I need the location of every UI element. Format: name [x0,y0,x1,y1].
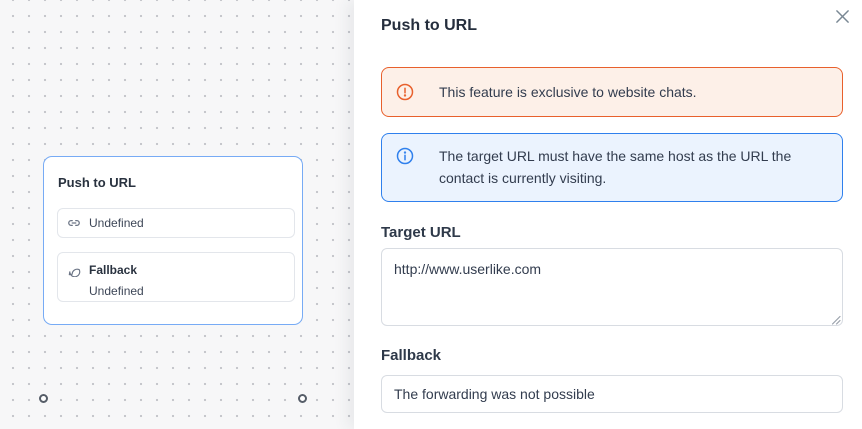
exclamation-circle-icon [396,83,414,101]
node-fallback-row[interactable]: Fallback Undefined [57,252,295,302]
settings-panel: Push to URL This feature is exclusive to… [354,0,862,429]
fallback-input[interactable] [381,375,843,413]
node-fallback-value: Undefined [89,284,144,298]
info-alert-text: The target URL must have the same host a… [439,148,792,186]
close-icon[interactable] [832,6,852,26]
warning-alert: This feature is exclusive to website cha… [381,67,843,117]
flow-canvas[interactable]: Push to URL Undefined [0,0,362,429]
link-icon [67,216,81,230]
node-fallback-text: Fallback Undefined [89,260,144,302]
node-fallback-title: Fallback [89,263,138,277]
node-title: Push to URL [58,175,136,190]
node-target-row[interactable]: Undefined [57,208,295,238]
fallback-label: Fallback [381,347,442,364]
node-handle-right[interactable] [298,394,307,403]
target-url-label: Target URL [381,224,461,241]
info-alert: The target URL must have the same host a… [381,133,843,202]
node-target-value: Undefined [89,215,144,230]
chat-bubble-icon [67,263,81,278]
target-url-field-wrap: http://www.userlike.com [381,248,843,326]
node-handle-left[interactable] [39,394,48,403]
warning-alert-text: This feature is exclusive to website cha… [439,84,697,100]
target-url-textarea[interactable]: http://www.userlike.com [381,248,843,326]
push-to-url-node[interactable]: Push to URL Undefined [39,156,307,403]
info-circle-icon [396,147,414,165]
panel-title: Push to URL [381,17,477,34]
